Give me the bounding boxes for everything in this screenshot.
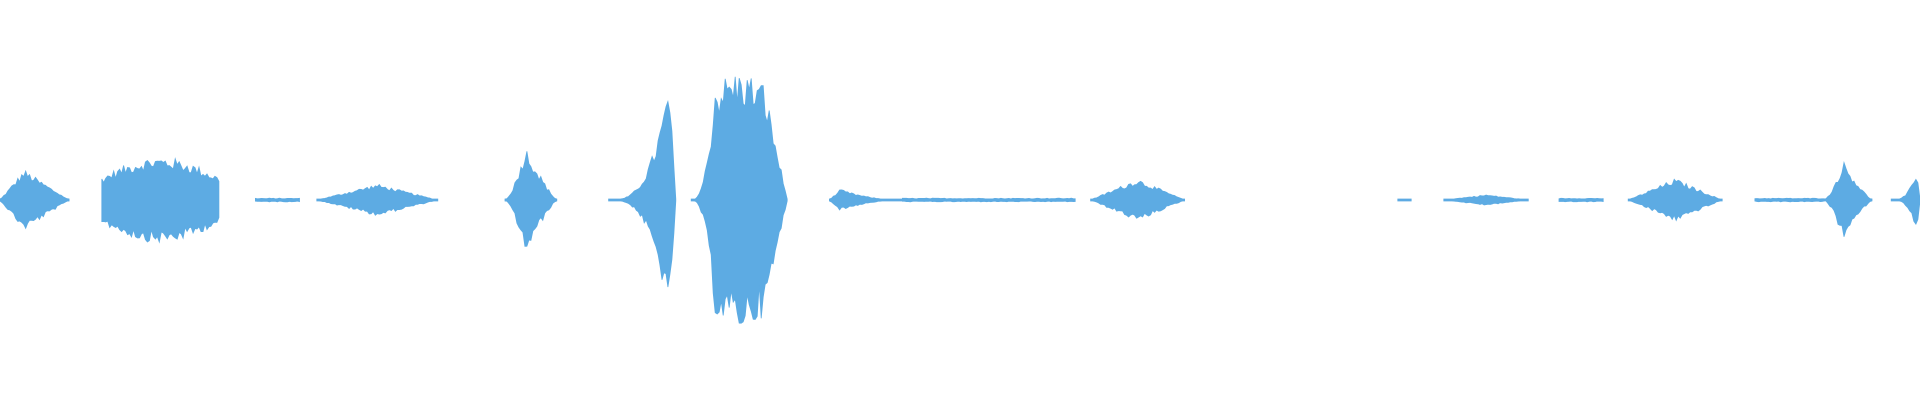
waveform-segment-swell-10 bbox=[1090, 180, 1185, 219]
waveform-segment-spike-16 bbox=[1823, 160, 1873, 237]
waveform-segment-hum-13 bbox=[1558, 197, 1604, 203]
waveform-segment-edge-17 bbox=[1890, 178, 1920, 226]
waveform-segment-burst-2 bbox=[101, 157, 220, 244]
waveform-segment-swell-12 bbox=[1443, 194, 1529, 206]
waveform-segment-line-9 bbox=[902, 197, 1076, 203]
waveform-segment-blip-1 bbox=[0, 169, 70, 230]
waveform-segment-rise-6 bbox=[608, 99, 677, 288]
waveform-segment-tail-8 bbox=[829, 189, 903, 211]
waveform-segment-swell-4 bbox=[316, 183, 439, 216]
waveform-segment-swell-14 bbox=[1627, 178, 1723, 222]
waveform-segment-line-15 bbox=[1754, 197, 1825, 203]
waveform-segment-swell-7 bbox=[690, 76, 788, 324]
waveform-segment-tick-11 bbox=[1397, 198, 1412, 202]
waveform-segment-hum-3 bbox=[254, 197, 300, 203]
waveform-segment-spike-5 bbox=[504, 151, 558, 247]
